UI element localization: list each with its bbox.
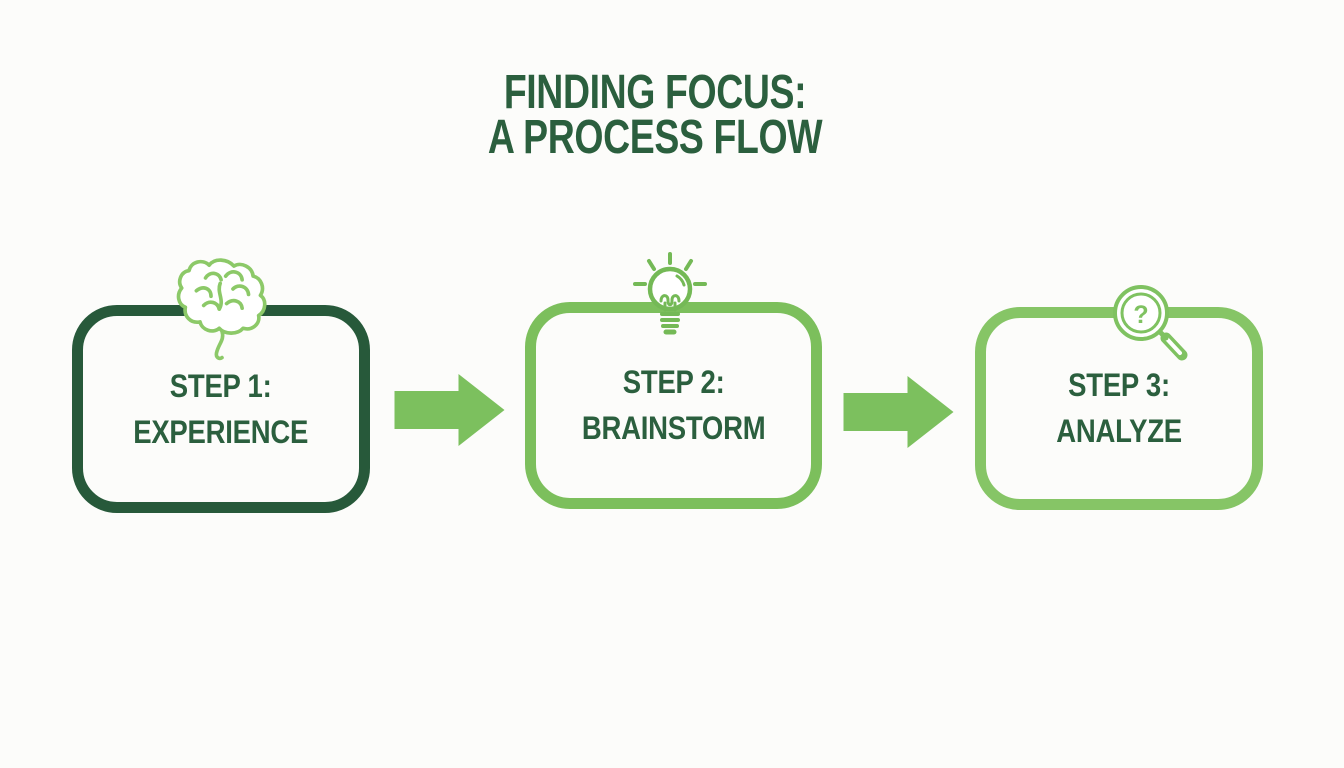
step-text: STEP 2: BRAINSTORM: [581, 363, 766, 448]
step-box-brainstorm: STEP 2: BRAINSTORM: [525, 252, 822, 509]
step-text: STEP 3: ANALYZE: [1056, 366, 1182, 451]
arrow-right-icon: [843, 376, 954, 448]
step-name: BRAINSTORM: [581, 410, 766, 446]
page-title: FINDING FOCUS: A PROCESS FLOW: [144, 66, 1166, 164]
title-line-1: FINDING FOCUS:: [503, 66, 807, 119]
lightbulb-icon: [620, 251, 720, 351]
arrow-right-icon: [394, 374, 505, 446]
title-line-2: A PROCESS FLOW: [487, 111, 823, 164]
step-box-analyze: ? STEP 3: ANALYZE: [975, 285, 1263, 510]
magnifier-question-icon: ?: [1106, 282, 1196, 370]
step-box-experience: STEP 1: EXPERIENCE: [72, 258, 370, 513]
lightbulb-icon-svg: [633, 252, 707, 335]
question-mark-glyph: ?: [1133, 301, 1148, 329]
step-label: STEP 2:: [622, 364, 725, 400]
brain-icon: [176, 256, 268, 364]
step-label: STEP 1:: [170, 367, 272, 404]
step-label: STEP 3:: [1068, 367, 1170, 403]
step-name: EXPERIENCE: [133, 413, 309, 450]
brain-icon-svg: [176, 258, 267, 361]
step-text: STEP 1: EXPERIENCE: [134, 367, 309, 452]
magnifier-icon-svg: ?: [1113, 285, 1188, 361]
step-name: ANALYZE: [1056, 413, 1182, 449]
